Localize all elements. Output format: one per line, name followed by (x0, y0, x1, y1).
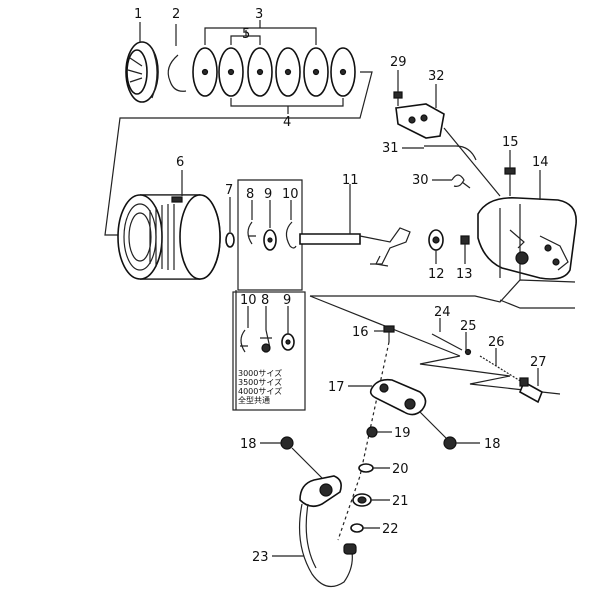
inset-label-10: 10 (240, 293, 257, 308)
inset-note-1: 3000サイズ (238, 368, 282, 378)
part-20-washer (358, 463, 374, 473)
callout-27: 27 (530, 355, 547, 370)
callout-12: 12 (428, 267, 445, 282)
callout-1: 1 (134, 7, 142, 22)
part-3-4-5-washers (192, 47, 356, 97)
callout-23: 23 (252, 550, 269, 565)
callout-labels: 1 2 3 4 5 6 7 8 9 10 11 12 13 14 15 16 1… (134, 7, 549, 565)
part-2-clip (167, 54, 187, 92)
part-14-rotor-housing (477, 197, 577, 280)
part-19-collar (366, 426, 378, 438)
inset-note-4: 全型共通 (238, 395, 270, 405)
callout-8: 8 (246, 187, 254, 202)
part-7-washer (225, 232, 235, 248)
callout-21: 21 (392, 494, 409, 509)
inset-text: 10 8 9 3000サイズ 3500サイズ 4000サイズ 全型共通 (238, 293, 291, 405)
part-31-wire (424, 145, 477, 161)
callout-17: 17 (328, 380, 345, 395)
callout-7: 7 (225, 183, 233, 198)
part-13-nut (460, 235, 470, 245)
inset-note-2: 3500サイズ (238, 377, 282, 387)
callout-31: 31 (382, 141, 399, 156)
callout-15: 15 (502, 135, 519, 150)
callout-13: 13 (456, 267, 473, 282)
callout-24: 24 (434, 305, 451, 320)
callout-3: 3 (255, 7, 263, 22)
part-21-bushing (352, 493, 372, 507)
part-12-nut (428, 229, 444, 251)
callout-22: 22 (382, 522, 399, 537)
callout-9: 9 (264, 187, 272, 202)
part-26-spring (479, 355, 523, 383)
callout-20: 20 (392, 462, 409, 477)
callout-32: 32 (428, 69, 445, 84)
part-6-spool (117, 194, 221, 280)
callout-30: 30 (412, 173, 429, 188)
part-24-pin (431, 333, 463, 351)
part-32-bracket (395, 103, 445, 139)
inset-label-8: 8 (261, 293, 269, 308)
part-22-washer (350, 523, 364, 533)
callout-11: 11 (342, 173, 359, 188)
part-29-screw (393, 70, 403, 106)
part-27-roller (518, 377, 544, 404)
part-15-screw (504, 150, 516, 196)
part-18-knob-right (419, 411, 480, 450)
inset-label-9: 9 (283, 293, 291, 308)
part-1-cap (125, 41, 159, 103)
callout-19: 19 (394, 426, 411, 441)
part-8-9-10-group (247, 221, 297, 251)
callout-25: 25 (460, 319, 477, 334)
callout-5: 5 (242, 27, 250, 42)
part-11-shaft (299, 184, 411, 267)
callout-2: 2 (172, 7, 180, 22)
callout-16: 16 (352, 325, 369, 340)
part-17-arm-lever (369, 378, 427, 416)
inset-note-3: 4000サイズ (238, 386, 282, 396)
callout-26: 26 (488, 335, 505, 350)
part-16-screw (383, 325, 395, 342)
part-23-bail-arm (298, 475, 357, 588)
callout-6: 6 (176, 155, 184, 170)
callout-18-left: 18 (240, 437, 257, 452)
part-25-ring (464, 348, 472, 356)
callout-14: 14 (532, 155, 549, 170)
callout-18-right: 18 (484, 437, 501, 452)
inset-box (232, 291, 306, 411)
callout-4: 4 (283, 115, 291, 130)
callout-10: 10 (282, 187, 299, 202)
part-30-spring (451, 174, 471, 189)
callout-29: 29 (390, 55, 407, 70)
part-18-knob-left (260, 436, 323, 479)
